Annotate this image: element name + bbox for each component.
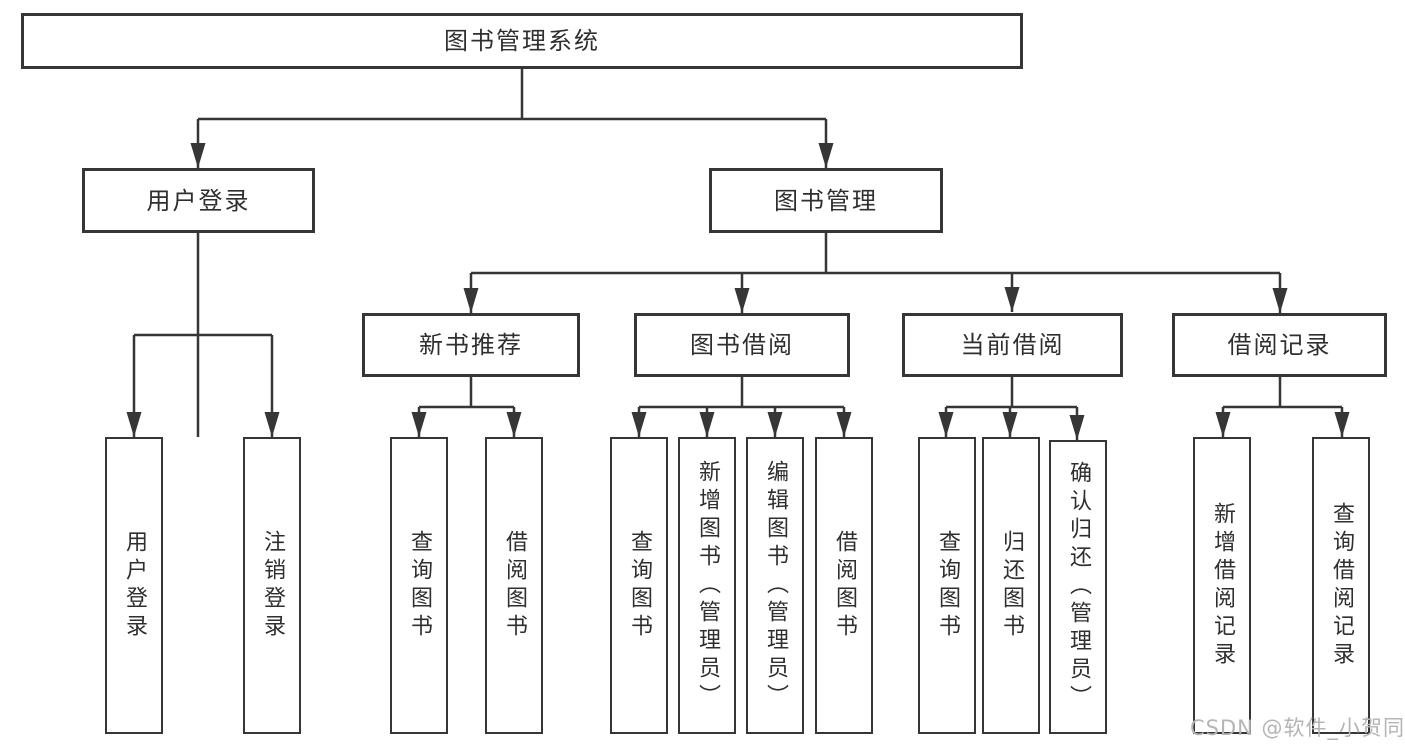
arrowhead xyxy=(506,412,522,437)
arrowhead xyxy=(631,412,647,437)
node-book-management: 图书管理 xyxy=(709,168,943,233)
leaf-user-login: 用户登录 xyxy=(105,437,163,734)
arrowhead xyxy=(818,143,834,168)
arrowhead xyxy=(836,412,852,437)
leaf-confirm-return-admin: 确认归还（管理员） xyxy=(1049,440,1107,734)
arrowhead xyxy=(190,143,206,168)
leaf-query-books-recommend: 查询图书 xyxy=(390,437,448,734)
leaf-return-book: 归还图书 xyxy=(982,437,1040,734)
node-book-borrow: 图书借阅 xyxy=(634,313,850,377)
arrowhead xyxy=(264,412,280,437)
node-root: 图书管理系统 xyxy=(21,13,1023,69)
arrowhead xyxy=(938,412,954,437)
arrowhead xyxy=(1334,412,1350,437)
arrowhead xyxy=(463,288,479,313)
arrowhead xyxy=(411,412,427,437)
arrowhead xyxy=(126,412,142,437)
leaf-borrow-books: 借阅图书 xyxy=(815,437,873,734)
arrowheads xyxy=(126,143,1350,440)
node-new-book-recommend: 新书推荐 xyxy=(362,313,580,377)
arrowhead xyxy=(767,412,783,437)
node-user-login: 用户登录 xyxy=(82,168,315,233)
arrowhead xyxy=(1272,288,1288,313)
leaf-edit-book-admin: 编辑图书（管理员） xyxy=(746,437,804,734)
arrowhead xyxy=(734,288,750,313)
arrowhead xyxy=(1069,415,1085,440)
csdn-watermark: CSDN @软件_小贺同学 xyxy=(1190,716,1405,740)
leaf-query-books-borrow: 查询图书 xyxy=(610,437,668,734)
leaf-query-borrow-record: 查询借阅记录 xyxy=(1312,437,1370,734)
node-current-borrow: 当前借阅 xyxy=(902,313,1123,377)
arrowhead xyxy=(699,412,715,437)
leaf-add-book-admin: 新增图书（管理员） xyxy=(678,437,736,734)
leaf-logout: 注销登录 xyxy=(243,437,301,734)
leaf-borrow-books-recommend: 借阅图书 xyxy=(485,437,543,734)
arrowhead xyxy=(1004,287,1020,312)
arrowhead xyxy=(1215,412,1231,437)
leaf-add-borrow-record: 新增借阅记录 xyxy=(1193,437,1251,734)
arrowhead xyxy=(1002,412,1018,437)
node-borrow-records: 借阅记录 xyxy=(1172,313,1387,377)
leaf-query-books-current: 查询图书 xyxy=(918,437,976,734)
